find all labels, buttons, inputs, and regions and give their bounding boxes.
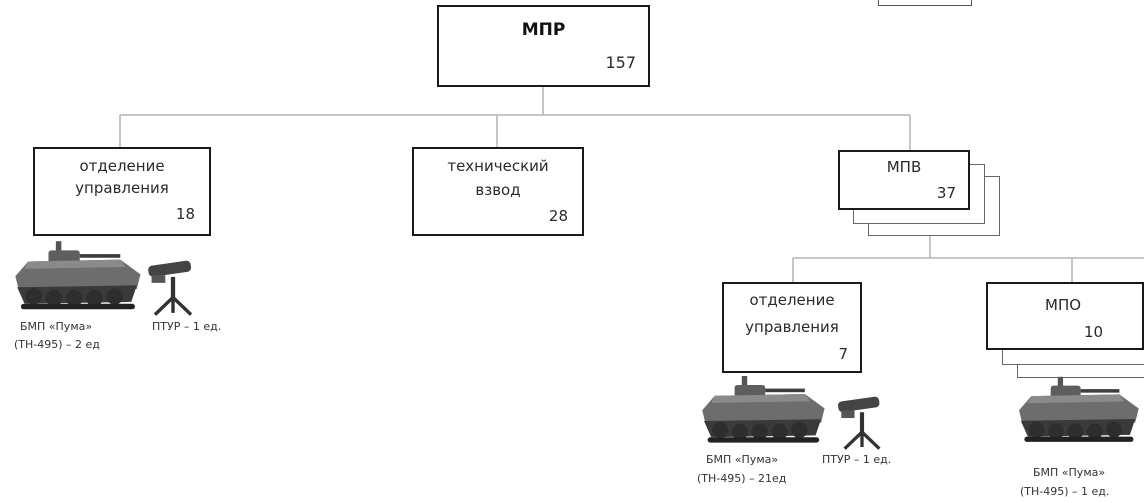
mpo-count: 10 xyxy=(1084,323,1104,341)
atgm-launcher-icon xyxy=(141,258,205,318)
tank-icon xyxy=(695,376,830,448)
root-node-mpr: МПР 157 xyxy=(437,5,650,87)
node-tech-platoon: технический взвод 28 xyxy=(412,147,584,236)
platoon-hq-label-line1: отделение xyxy=(749,291,835,309)
hq-top-bmp-caption-line2: (ТН-495) – 2 ед xyxy=(14,338,100,351)
node-platoon-hq: отделение управления 7 xyxy=(722,282,862,373)
hq-count: 18 xyxy=(175,205,195,223)
mpv-count: 37 xyxy=(936,184,956,202)
hq-bottom-bmp-caption-line1: БМП «Пума» xyxy=(706,453,779,466)
root-count: 157 xyxy=(605,53,636,72)
atgm-launcher-icon xyxy=(830,394,894,452)
hq-bottom-bmp-caption-line2: (ТН-495) – 21ед xyxy=(697,472,787,485)
tech-label-line2: взвод xyxy=(475,181,521,199)
mpv-title: МПВ xyxy=(886,158,922,176)
squad-bmp-caption-line1: БМП «Пума» xyxy=(1033,466,1106,479)
tank-icon xyxy=(8,240,146,316)
tank-icon xyxy=(1012,376,1144,448)
hq-top-atgm-caption: ПТУР – 1 ед. xyxy=(152,320,222,333)
platoon-hq-count: 7 xyxy=(838,345,848,363)
node-hq-section: отделение управления 18 xyxy=(33,147,211,236)
hq-label-line2: управления xyxy=(75,179,169,197)
squad-bmp-caption-line2: (ТН-495) – 1 ед. xyxy=(1020,485,1110,498)
node-mpv: МПВ 37 xyxy=(838,150,970,210)
root-title: МПР xyxy=(521,20,566,40)
partial-box-edge xyxy=(878,0,972,6)
tech-count: 28 xyxy=(548,207,568,225)
mpo-title: МПО xyxy=(1045,296,1082,314)
tech-label-line1: технический xyxy=(447,157,549,175)
node-mpo: МПО 10 xyxy=(986,282,1144,350)
platoon-hq-label-line2: управления xyxy=(745,318,839,336)
hq-bottom-atgm-caption: ПТУР – 1 ед. xyxy=(822,453,892,466)
hq-label-line1: отделение xyxy=(79,157,165,175)
hq-top-bmp-caption-line1: БМП «Пума» xyxy=(20,320,93,333)
